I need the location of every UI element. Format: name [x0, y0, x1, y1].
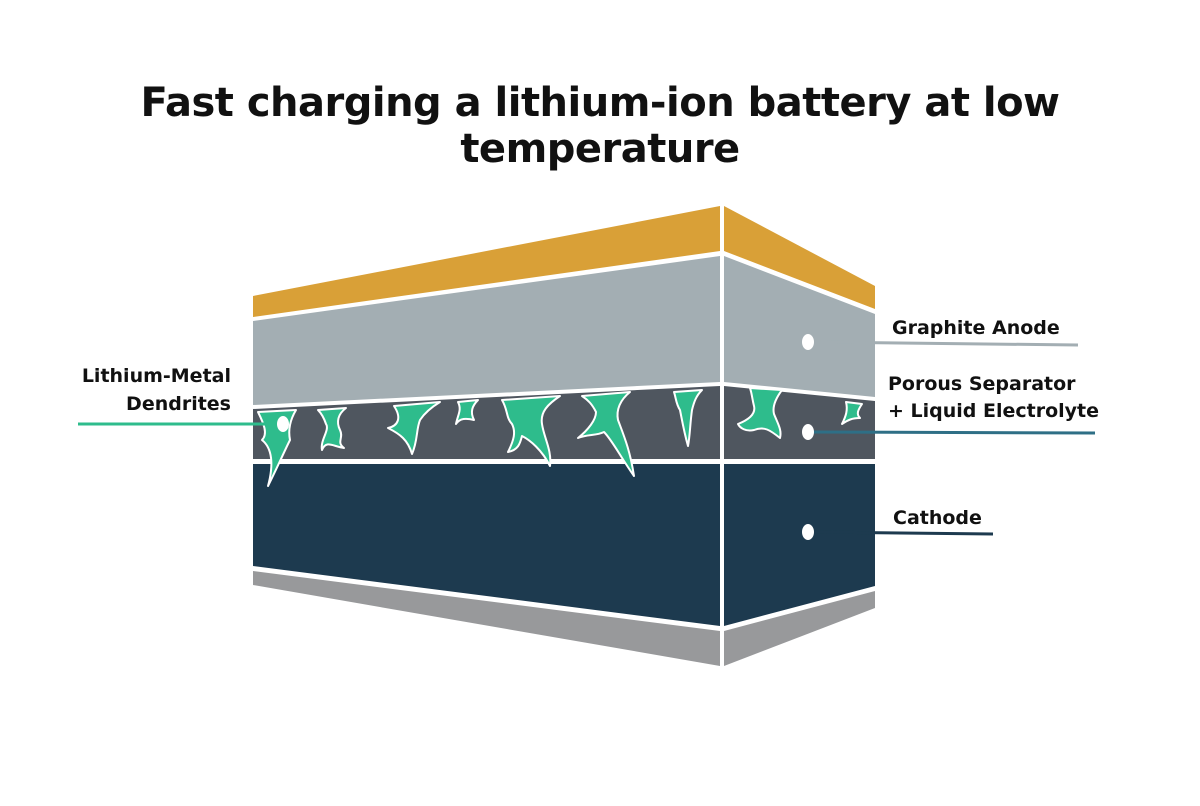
diagram-title: Fast charging a lithium-ion battery at l…: [140, 80, 1060, 172]
anode-dot: [802, 334, 814, 350]
cathode-label: Cathode: [893, 507, 982, 529]
dendrite-8: [737, 387, 783, 439]
dendrite-4: [455, 399, 479, 425]
graphite-anode-label: Graphite Anode: [892, 317, 1060, 339]
dendrites-label: Dendrites: [126, 393, 231, 415]
dendrite-5: [501, 395, 561, 467]
cathode-leader-line: [807, 530, 994, 536]
top-collector-front: [253, 206, 720, 317]
dendrite-2: [317, 407, 347, 451]
dendrite-9: [841, 401, 863, 425]
top-collector-side: [724, 206, 875, 309]
dendrites: [257, 387, 863, 487]
separator-leader-line: [807, 430, 1096, 435]
cathode-side: [724, 464, 875, 626]
anode-side: [724, 256, 875, 397]
lithium-metal-label: Lithium-Metal: [82, 365, 231, 387]
dendrites-dot: [277, 416, 289, 432]
separator-dot: [802, 424, 814, 440]
dendrite-6: [577, 391, 635, 477]
porous-separator-label: Porous Separator: [888, 373, 1076, 395]
liquid-electrolyte-label: + Liquid Electrolyte: [888, 400, 1099, 422]
cathode-front: [253, 464, 720, 626]
cathode-dot: [802, 524, 814, 540]
anode-leader-line: [807, 340, 1079, 347]
dendrite-3: [387, 401, 441, 455]
bottom-collector-front: [253, 571, 720, 666]
bottom-collector-side: [724, 591, 875, 666]
leader-lines: [78, 340, 1096, 536]
anode-front: [253, 256, 720, 405]
leader-dots: [277, 334, 814, 540]
dendrite-7: [673, 389, 703, 447]
